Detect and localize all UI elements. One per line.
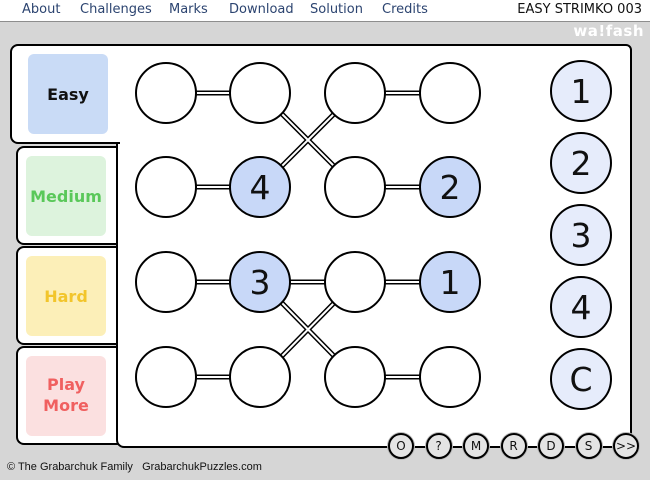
tab-medium[interactable]: Medium bbox=[16, 146, 118, 245]
next-button[interactable]: >> bbox=[613, 433, 639, 459]
play-more-button[interactable]: Play More bbox=[26, 356, 106, 436]
menu-solution[interactable]: Solution bbox=[310, 2, 363, 17]
tab-hard[interactable]: Hard bbox=[16, 246, 118, 345]
easy-button[interactable]: Easy bbox=[28, 54, 108, 134]
menu-marks[interactable]: Marks bbox=[169, 2, 208, 17]
copyright-text: © The Grabarchuk Family bbox=[7, 461, 133, 473]
top-menu-bar: About Challenges Marks Download Solution… bbox=[0, 0, 650, 22]
menu-credits[interactable]: Credits bbox=[382, 2, 428, 17]
demo-button[interactable]: D bbox=[538, 433, 564, 459]
brand-logo: wa!fash bbox=[573, 22, 644, 40]
options-button[interactable]: O bbox=[388, 433, 414, 459]
menu-about[interactable]: About bbox=[22, 2, 61, 17]
reset-button[interactable]: R bbox=[500, 433, 527, 459]
menu-download[interactable]: Download bbox=[229, 2, 294, 17]
game-title: EASY STRIMKO 003 bbox=[517, 2, 642, 17]
puzzle-board bbox=[116, 44, 632, 448]
marks-button[interactable]: M bbox=[463, 433, 489, 459]
footer: © The Grabarchuk Family GrabarchukPuzzle… bbox=[7, 461, 262, 473]
site-link[interactable]: GrabarchukPuzzles.com bbox=[142, 461, 262, 473]
tab-easy[interactable]: Easy bbox=[10, 44, 120, 144]
solution-button[interactable]: S bbox=[575, 433, 602, 459]
tab-play-more[interactable]: Play More bbox=[16, 346, 118, 445]
hard-button[interactable]: Hard bbox=[26, 256, 106, 336]
menu-challenges[interactable]: Challenges bbox=[80, 2, 152, 17]
help-button[interactable]: ? bbox=[425, 433, 452, 459]
medium-button[interactable]: Medium bbox=[26, 156, 106, 236]
